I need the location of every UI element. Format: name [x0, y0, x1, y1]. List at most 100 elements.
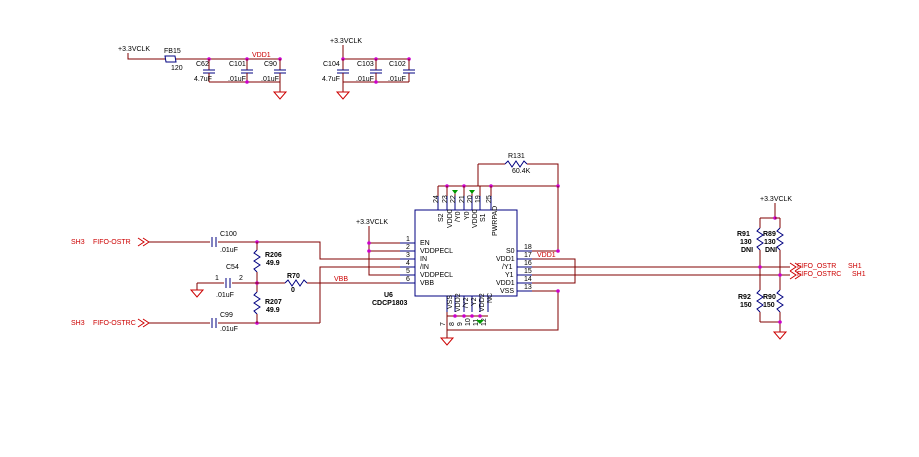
port-in-p-name: FIFO-OSTR [93, 239, 131, 246]
power-label-vclk4: +3.3VCLK [760, 196, 792, 203]
svg-text:VDD0: VDD0 [472, 209, 479, 228]
svg-text:.01uF: .01uF [220, 247, 238, 254]
svg-text:VDDPECL: VDDPECL [420, 272, 453, 279]
svg-text:.01uF: .01uF [216, 292, 234, 299]
svg-text:C90: C90 [264, 61, 277, 68]
svg-text:1: 1 [406, 236, 410, 243]
svg-text:R207: R207 [265, 299, 282, 306]
svg-text:R206: R206 [265, 252, 282, 259]
capacitor-c101: C101 .01uF [228, 59, 253, 83]
svg-text:17: 17 [524, 252, 532, 259]
svg-text:130: 130 [764, 239, 776, 246]
svg-text:25: 25 [486, 195, 493, 203]
svg-text:49.9: 49.9 [266, 307, 280, 314]
port-in-n-name: FIFO-OSTRC [93, 320, 136, 327]
port-in-p-sheet: SH3 [71, 239, 85, 246]
svg-text:8: 8 [449, 322, 456, 326]
svg-text:16: 16 [524, 260, 532, 267]
svg-text:.01uF: .01uF [220, 326, 238, 333]
svg-text:15: 15 [524, 268, 532, 275]
resistor-r91: R91 130 DNI [737, 218, 764, 290]
resistor-r89: R89 130 DNI [763, 218, 784, 290]
port-out-p-sheet: SH1 [848, 263, 862, 270]
svg-text:Y1: Y1 [505, 272, 514, 279]
ground-symbol-2 [335, 91, 351, 100]
svg-text:21: 21 [459, 195, 466, 203]
ground-symbol-ic [439, 337, 455, 346]
capacitor-c104: C104 4.7uF [322, 59, 349, 92]
resistor-r206: R206 49.9 [253, 242, 282, 282]
svg-text:4.7uF: 4.7uF [322, 76, 340, 83]
svg-text:R91: R91 [737, 231, 750, 238]
svg-text:.01uF: .01uF [228, 76, 246, 83]
port-arrow-out-p [789, 262, 802, 272]
svg-text:.01uF: .01uF [388, 76, 406, 83]
svg-text:24: 24 [433, 195, 440, 203]
ic-u6: U6 CDCP1803 1 2 3 4 5 6 EN VDDPECL IN /I… [372, 186, 532, 326]
svg-text:DNI: DNI [765, 247, 777, 254]
svg-text:/Y2: /Y2 [463, 297, 470, 308]
svg-text:IN: IN [420, 256, 427, 263]
ground-symbol-right [772, 331, 788, 340]
svg-text:C101: C101 [229, 61, 246, 68]
svg-text:150: 150 [763, 302, 775, 309]
fb15-ref: FB15 [164, 48, 181, 55]
svg-text:R70: R70 [287, 273, 300, 280]
port-out-p-name: FIFO_OSTR [797, 263, 836, 270]
svg-text:49.9: 49.9 [266, 260, 280, 267]
decoupling-group-1: +3.3VCLK FB15 120 VDD1 C62 4.7uF C101 .0… [118, 46, 288, 100]
svg-text:R92: R92 [738, 294, 751, 301]
svg-text:R89: R89 [763, 231, 776, 238]
svg-text:EN: EN [420, 240, 430, 247]
u6-val: CDCP1803 [372, 300, 408, 307]
svg-text:11: 11 [473, 319, 480, 326]
svg-text:9: 9 [457, 322, 464, 326]
svg-text:VDDPECL: VDDPECL [420, 248, 453, 255]
net-vdd1-top: VDD1 [252, 52, 271, 59]
svg-text:NC: NC [487, 293, 494, 303]
svg-text:R90: R90 [763, 294, 776, 301]
svg-text:10: 10 [465, 318, 472, 326]
svg-text:1: 1 [215, 275, 219, 282]
resistor-r131: R131 60.4K [477, 153, 559, 186]
capacitor-c102: C102 .01uF [388, 59, 415, 83]
resistor-r92: R92 150 [738, 289, 764, 322]
svg-text:VDD1: VDD1 [496, 256, 515, 263]
svg-text:2: 2 [239, 275, 243, 282]
svg-text:C103: C103 [357, 61, 374, 68]
capacitor-c54: C54 .01uF 1 2 [197, 264, 285, 299]
svg-text:19: 19 [475, 195, 482, 203]
svg-text:3: 3 [406, 252, 410, 259]
svg-text:13: 13 [524, 284, 532, 291]
svg-text:/Y1: /Y1 [502, 264, 513, 271]
power-label-vclk1: +3.3VCLK [118, 46, 150, 53]
svg-text:PWRPAD: PWRPAD [492, 206, 499, 236]
net-vdd1-right: VDD1 [537, 252, 556, 259]
capacitor-c100: C100 .01uF [211, 231, 238, 254]
svg-text:VSS: VSS [500, 288, 514, 295]
svg-text:VDD0: VDD0 [447, 209, 454, 228]
port-out-n-sheet: SH1 [852, 271, 866, 278]
svg-text:22: 22 [450, 195, 457, 203]
svg-text:C102: C102 [389, 61, 406, 68]
svg-text:Y2: Y2 [471, 297, 478, 306]
svg-text:23: 23 [442, 195, 449, 203]
svg-text:20: 20 [467, 195, 474, 203]
svg-text:VSS: VSS [447, 295, 454, 309]
capacitor-c90: C90 .01uF [261, 59, 286, 83]
power-label-vclk2: +3.3VCLK [330, 38, 362, 45]
svg-text:S0: S0 [506, 248, 515, 255]
svg-text:/IN: /IN [420, 264, 429, 271]
svg-text:C62: C62 [196, 61, 209, 68]
svg-text:C54: C54 [226, 264, 239, 271]
power-label-vclk3: +3.3VCLK [356, 219, 388, 226]
port-arrow-in-n [137, 318, 150, 328]
svg-text:150: 150 [740, 302, 752, 309]
svg-text:2: 2 [406, 244, 410, 251]
fb15-val: 120 [171, 65, 183, 72]
svg-text:.01uF: .01uF [261, 76, 279, 83]
svg-text:DNI: DNI [741, 247, 753, 254]
svg-text:4.7uF: 4.7uF [194, 76, 212, 83]
capacitor-c103: C103 .01uF [356, 59, 382, 83]
